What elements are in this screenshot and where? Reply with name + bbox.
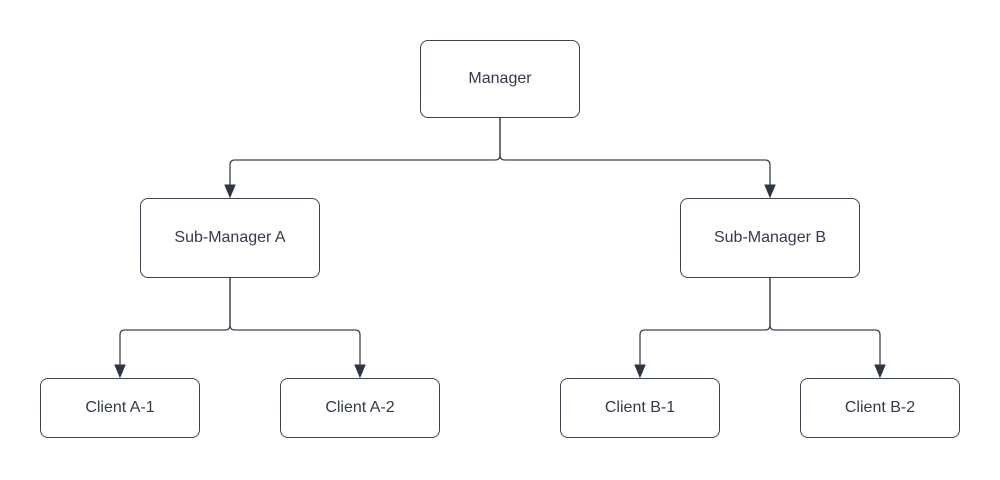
node-client-a2-label: Client A-2: [325, 399, 395, 417]
node-client-a1-label: Client A-1: [85, 399, 155, 417]
node-client-b2: Client B-2: [800, 378, 960, 438]
connector-sub-b-client-b2: [769, 278, 881, 366]
connector-manager-sub-a: [229, 118, 501, 186]
connector-sub-b-client-b1: [639, 278, 771, 366]
node-client-b1: Client B-1: [560, 378, 720, 438]
node-manager: Manager: [420, 40, 580, 118]
connector-sub-a-client-a1: [119, 278, 231, 366]
arrowhead-client-a1: [114, 364, 126, 379]
node-sub-manager-a-label: Sub-Manager A: [174, 229, 286, 247]
node-sub-manager-b: Sub-Manager B: [680, 198, 860, 278]
arrowhead-client-b2: [874, 364, 886, 379]
arrowhead-sub-b: [764, 184, 776, 199]
node-sub-manager-a: Sub-Manager A: [140, 198, 320, 278]
connector-manager-sub-b: [499, 118, 771, 186]
node-client-a1: Client A-1: [40, 378, 200, 438]
connector-sub-a-client-a2: [229, 278, 361, 366]
node-client-b1-label: Client B-1: [604, 399, 676, 417]
arrowhead-client-a2: [354, 364, 366, 379]
arrowhead-sub-a: [224, 184, 236, 199]
node-client-b2-label: Client B-2: [844, 399, 916, 417]
node-manager-label: Manager: [468, 70, 532, 88]
node-sub-manager-b-label: Sub-Manager B: [713, 229, 827, 247]
arrowhead-client-b1: [634, 364, 646, 379]
node-client-a2: Client A-2: [280, 378, 440, 438]
